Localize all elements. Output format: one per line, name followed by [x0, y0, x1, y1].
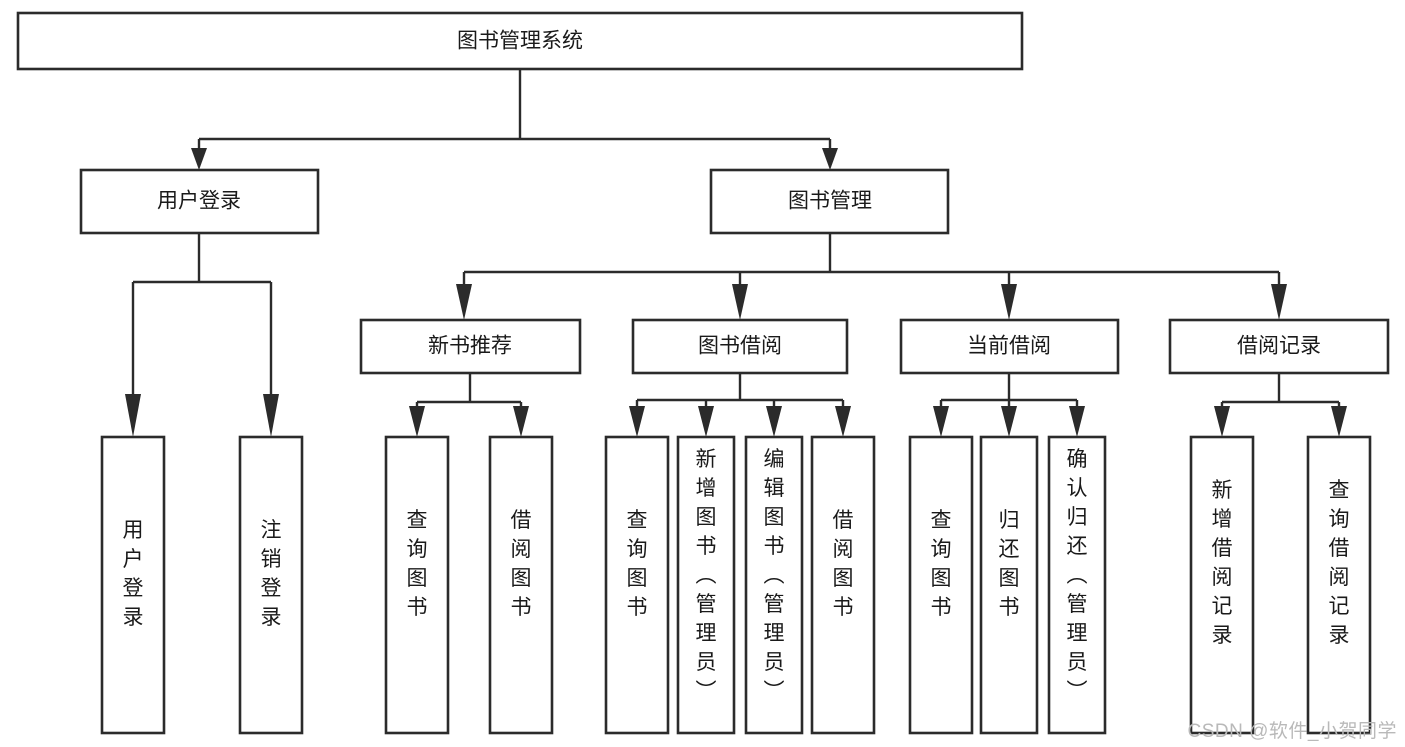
arrow-newbook-leaf-2	[513, 406, 529, 437]
leaf-current-borrow-1-box[interactable]	[908, 435, 974, 735]
leaf-borrow-record-1-box[interactable]	[1189, 435, 1255, 735]
leaf-user-login-1-label: 用户登录	[123, 519, 144, 629]
arrow-record-leaf-1	[1214, 406, 1230, 437]
leaf-user-login-2-label: 注销登录	[261, 519, 282, 629]
node-new-book-recommend-label: 新书推荐	[428, 335, 512, 358]
leaf-book-borrow-1-label: 查询图书	[627, 509, 648, 619]
leaf-book-borrow-2[interactable]: 新增图书︵管理员︶	[676, 435, 736, 735]
node-new-book-recommend[interactable]: 新书推荐	[359, 318, 582, 375]
leaf-new-book-2[interactable]: 借阅图书	[488, 435, 554, 735]
leaf-book-borrow-4-box[interactable]	[810, 435, 876, 735]
leaf-book-borrow-4[interactable]: 借阅图书	[810, 435, 876, 735]
leaf-user-login-1-box[interactable]	[100, 435, 166, 735]
arrow-userlogin-leaf-1	[125, 394, 141, 437]
node-current-borrow-box[interactable]	[899, 318, 1120, 375]
node-user-login-label: 用户登录	[157, 190, 241, 213]
leaf-current-borrow-1-label: 查询图书	[931, 509, 952, 619]
node-book-manage[interactable]: 图书管理	[709, 168, 950, 235]
arrow-bookmanage-to-borrow	[732, 284, 748, 320]
arrow-bookmanage-to-new-book	[456, 284, 472, 320]
arrow-borrow-leaf-1	[629, 406, 645, 437]
leaf-borrow-record-1-label: 新增借阅记录	[1212, 479, 1233, 647]
leaf-current-borrow-3-box[interactable]	[1047, 435, 1107, 735]
leaf-new-book-1-box[interactable]	[384, 435, 450, 735]
leaf-current-borrow-2-box[interactable]	[979, 435, 1039, 735]
node-book-borrow[interactable]: 图书借阅	[631, 318, 849, 375]
node-book-borrow-label: 图书借阅	[698, 335, 782, 358]
arrow-current-leaf-3	[1069, 406, 1085, 437]
leaf-new-book-1[interactable]: 查询图书	[384, 435, 450, 735]
node-root[interactable]: 图书管理系统	[16, 11, 1024, 71]
node-book-manage-box[interactable]	[709, 168, 950, 235]
node-borrow-record-label: 借阅记录	[1237, 335, 1321, 358]
leaf-borrow-record-2-box[interactable]	[1306, 435, 1372, 735]
leaf-borrow-record-2-label: 查询借阅记录	[1329, 479, 1350, 647]
arrow-borrow-leaf-3	[766, 406, 782, 437]
arrow-current-leaf-1	[933, 406, 949, 437]
node-current-borrow-label: 当前借阅	[967, 335, 1051, 358]
arrow-root-to-book-manage	[822, 148, 838, 170]
leaf-borrow-record-2[interactable]: 查询借阅记录	[1306, 435, 1372, 735]
arrow-root-to-user-login	[191, 148, 207, 170]
leaf-book-borrow-2-label: 新增图书︵管理员︶	[696, 448, 717, 703]
leaf-book-borrow-3-label: 编辑图书︵管理员︶	[764, 448, 785, 703]
leaf-new-book-2-label: 借阅图书	[511, 509, 532, 619]
leaf-user-login-1[interactable]: 用户登录	[100, 435, 166, 735]
csdn-watermark: CSDN @软件_小贺同学	[1187, 721, 1397, 742]
arrow-newbook-leaf-1	[409, 406, 425, 437]
arrow-record-leaf-2	[1331, 406, 1347, 437]
leaf-book-borrow-3-box[interactable]	[744, 435, 804, 735]
leaf-user-login-2-box[interactable]	[238, 435, 304, 735]
node-root-label: 图书管理系统	[457, 30, 583, 53]
leaf-borrow-record-1[interactable]: 新增借阅记录	[1189, 435, 1255, 735]
leaf-book-borrow-3[interactable]: 编辑图书︵管理员︶	[744, 435, 804, 735]
node-user-login-box[interactable]	[79, 168, 320, 235]
node-root-box[interactable]	[16, 11, 1024, 71]
node-new-book-recommend-box[interactable]	[359, 318, 582, 375]
leaf-book-borrow-2-box[interactable]	[676, 435, 736, 735]
leaf-current-borrow-1[interactable]: 查询图书	[908, 435, 974, 735]
leaf-user-login-2[interactable]: 注销登录	[238, 435, 304, 735]
arrow-userlogin-leaf-2	[263, 394, 279, 437]
arrow-bookmanage-to-record	[1271, 284, 1287, 320]
node-current-borrow[interactable]: 当前借阅	[899, 318, 1120, 375]
node-borrow-record[interactable]: 借阅记录	[1168, 318, 1390, 375]
node-borrow-record-box[interactable]	[1168, 318, 1390, 375]
arrow-borrow-leaf-4	[835, 406, 851, 437]
arrow-bookmanage-to-current	[1001, 284, 1017, 320]
leaf-current-borrow-3[interactable]: 确认归还︵管理员︶	[1047, 435, 1107, 735]
leaf-new-book-1-label: 查询图书	[407, 509, 428, 619]
leaf-new-book-2-box[interactable]	[488, 435, 554, 735]
leaf-book-borrow-1-box[interactable]	[604, 435, 670, 735]
node-book-borrow-box[interactable]	[631, 318, 849, 375]
arrow-borrow-leaf-2	[698, 406, 714, 437]
node-user-login[interactable]: 用户登录	[79, 168, 320, 235]
leaf-current-borrow-3-label: 确认归还︵管理员︶	[1067, 448, 1088, 703]
leaf-book-borrow-1[interactable]: 查询图书	[604, 435, 670, 735]
leaf-book-borrow-4-label: 借阅图书	[833, 509, 854, 619]
arrow-current-leaf-2	[1001, 406, 1017, 437]
node-book-manage-label: 图书管理	[788, 190, 872, 213]
leaf-current-borrow-2-label: 归还图书	[999, 509, 1020, 619]
leaf-current-borrow-2[interactable]: 归还图书	[979, 435, 1039, 735]
connectors-group	[125, 69, 1347, 437]
